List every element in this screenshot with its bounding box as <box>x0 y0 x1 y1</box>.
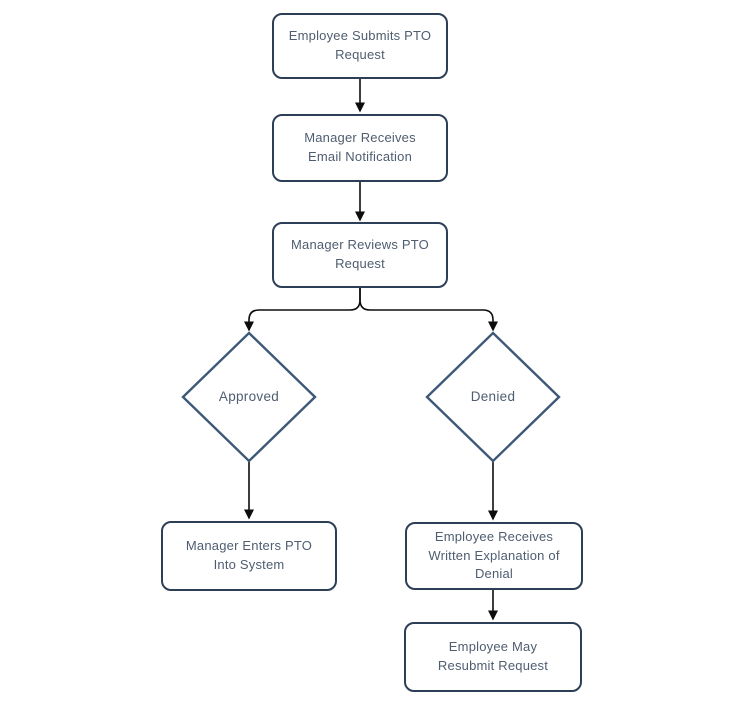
node-label: Manager Receives Email Notification <box>304 130 416 164</box>
node-label: Employee Submits PTO Request <box>288 28 432 62</box>
node-label: Manager Reviews PTO Request <box>291 237 429 271</box>
approved-diamond-label: Approved <box>218 389 280 404</box>
node-label: Manager Enters PTO Into System <box>185 538 313 572</box>
node-employee-may-resubmit: Employee May Resubmit Request <box>404 622 582 692</box>
node-label: Employee Receives Written Explanation of… <box>428 528 560 582</box>
denied-diamond-label: Denied <box>470 389 516 404</box>
node-manager-reviews-pto: Manager Reviews PTO Request <box>272 222 448 288</box>
edge-review-to-denied <box>359 288 498 332</box>
node-label: Employee May Resubmit Request <box>437 639 549 673</box>
denied-diamond <box>425 331 561 463</box>
node-employee-receives-explanation: Employee Receives Written Explanation of… <box>405 522 583 590</box>
node-manager-receives-email: Manager Receives Email Notification <box>272 114 448 182</box>
edge-review-to-approved <box>244 288 361 332</box>
node-manager-enters-pto: Manager Enters PTO Into System <box>161 521 337 591</box>
approved-diamond <box>181 331 317 463</box>
node-employee-submits-pto: Employee Submits PTO Request <box>272 13 448 79</box>
